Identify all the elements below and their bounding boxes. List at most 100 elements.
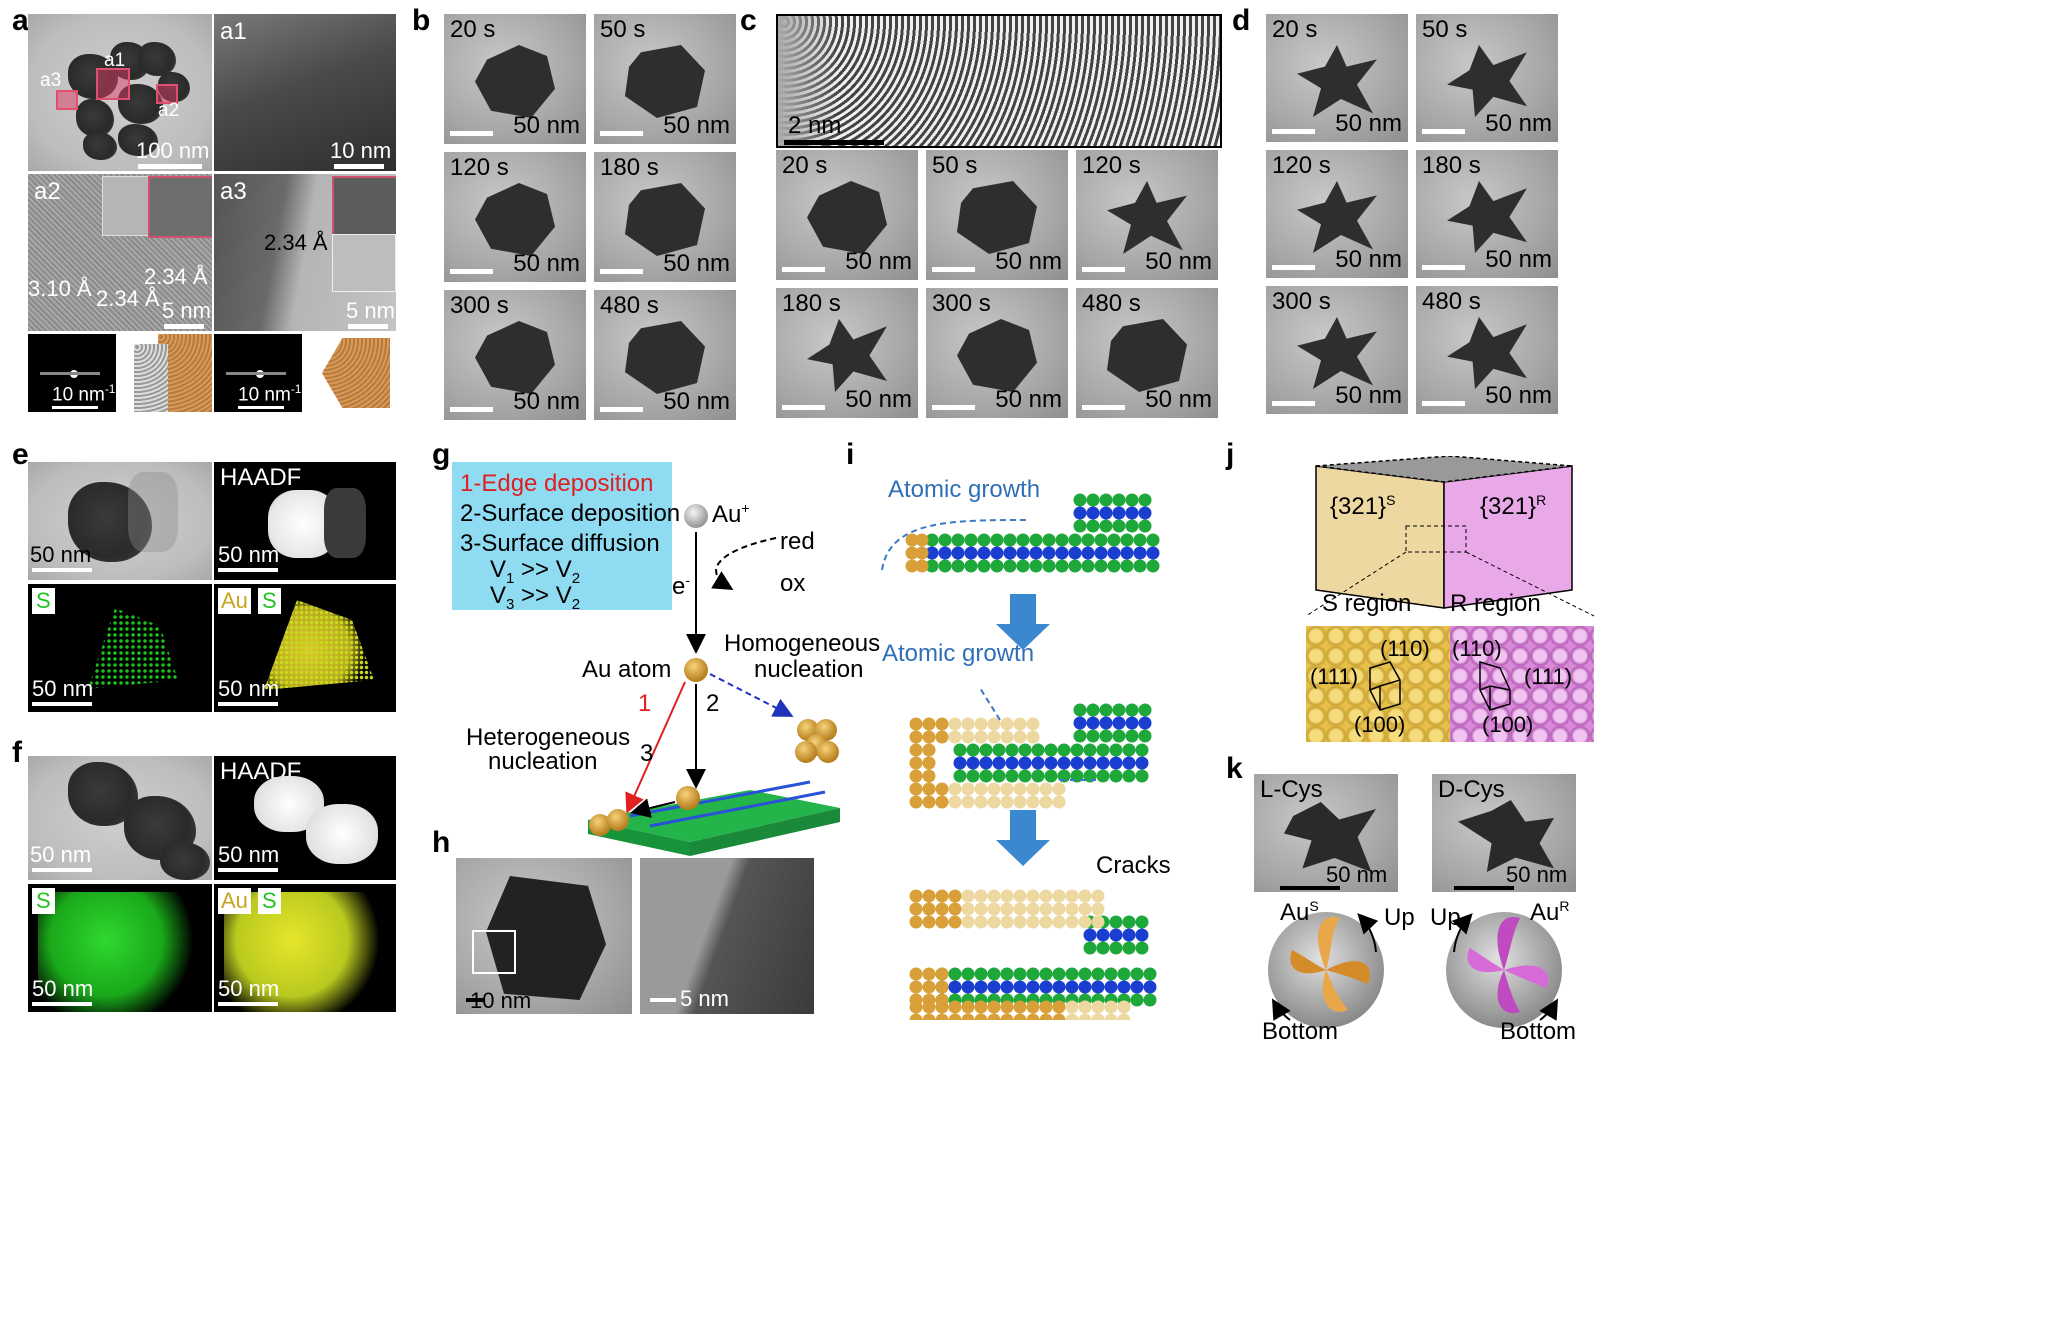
atom (1000, 717, 1014, 731)
atom (1117, 1000, 1131, 1014)
bottom-label-left: Bottom (1262, 1018, 1339, 1045)
atom (935, 902, 949, 916)
hrtem-image-a2: a2 2.34 Å 2.34 Å 3.10 Å 5 nm (28, 174, 212, 331)
chirality-schematic-k (1268, 912, 1562, 1028)
atom (1143, 967, 1157, 981)
atom (909, 915, 923, 929)
scale-label-b-2: 50 nm (663, 112, 730, 139)
atom (948, 795, 962, 809)
atom (1117, 967, 1131, 981)
atom (1096, 769, 1110, 783)
atom (1013, 795, 1027, 809)
atom (1081, 546, 1095, 560)
atom (1026, 730, 1040, 744)
atom (1073, 519, 1087, 533)
atom (1057, 756, 1071, 770)
d-spacing-a2-3: 3.10 Å (28, 276, 92, 301)
atom (1000, 915, 1014, 929)
scale-label-d-5: 50 nm (1335, 382, 1402, 409)
scale-label-b-3: 50 nm (513, 250, 580, 277)
cracks-label: Cracks (1096, 852, 1171, 879)
atom (987, 980, 1001, 994)
atom (1078, 915, 1092, 929)
s-111-label: (111) (1310, 664, 1359, 689)
scale-label-e4: 50 nm (218, 676, 280, 701)
atom (1086, 493, 1100, 507)
atom (1138, 729, 1152, 743)
d-spacing-a2-2: 2.34 Å (96, 286, 160, 311)
atom (922, 889, 936, 903)
panel-label-e: e (12, 438, 29, 471)
atom (1073, 716, 1087, 730)
atom (1052, 980, 1066, 994)
atom (1003, 533, 1017, 547)
atom (977, 559, 991, 573)
panel-label-f: f (12, 736, 22, 769)
atom (1099, 729, 1113, 743)
atom (987, 795, 1001, 809)
atom (1070, 756, 1084, 770)
atom (1078, 902, 1092, 916)
atom (966, 743, 980, 757)
atom (1099, 493, 1113, 507)
atom (922, 1013, 936, 1020)
time-label-d-6: 480 s (1422, 288, 1481, 315)
atom (909, 756, 923, 770)
scale-label-e3: 50 nm (32, 676, 94, 701)
atom (948, 980, 962, 994)
atom (1107, 546, 1121, 560)
atom (1065, 915, 1079, 929)
atom (1135, 756, 1149, 770)
atom (1068, 559, 1082, 573)
atom (1091, 967, 1105, 981)
au-s-label: AuS (1280, 898, 1319, 926)
atom (964, 559, 978, 573)
up-label-left: Up (1384, 904, 1415, 931)
saed-pattern-1: 10 nm-1 (28, 334, 116, 412)
atom (1013, 1013, 1027, 1020)
atom (1003, 546, 1017, 560)
atom (1091, 980, 1105, 994)
atom (1099, 716, 1113, 730)
atom (948, 902, 962, 916)
legend-item-3: 3-Surface diffusion (460, 530, 660, 557)
scale-label-c-5: 50 nm (995, 386, 1062, 413)
au-cluster (795, 719, 839, 763)
atom (922, 915, 936, 929)
d-spacing-a3: 2.34 Å (264, 230, 328, 255)
atom (1042, 546, 1056, 560)
atom (1104, 980, 1118, 994)
atom (1026, 915, 1040, 929)
atom (974, 1013, 988, 1020)
atom (961, 915, 975, 929)
au-atom (684, 658, 708, 682)
map-label-s-e2: S (258, 588, 281, 614)
atom (938, 546, 952, 560)
atom (909, 769, 923, 783)
atom (1031, 756, 1045, 770)
atom (987, 889, 1001, 903)
scale-label-b-6: 50 nm (663, 388, 730, 415)
atom (1044, 769, 1058, 783)
atom (1122, 743, 1136, 757)
panel-label-b: b (412, 4, 431, 37)
haadf-label-e: HAADF (220, 464, 302, 491)
atom (1013, 717, 1027, 731)
panel-label-c: c (740, 4, 757, 37)
atom (1000, 889, 1014, 903)
atom (1086, 716, 1100, 730)
atom (1016, 533, 1030, 547)
atom (974, 1000, 988, 1014)
time-label-c-5: 300 s (932, 290, 991, 317)
atom (1135, 743, 1149, 757)
atom (953, 769, 967, 783)
atom (987, 915, 1001, 929)
atom (922, 902, 936, 916)
atom (1138, 493, 1152, 507)
atom (948, 717, 962, 731)
atom (987, 730, 1001, 744)
atom (1068, 533, 1082, 547)
atom (948, 1013, 962, 1020)
atom (1086, 519, 1100, 533)
